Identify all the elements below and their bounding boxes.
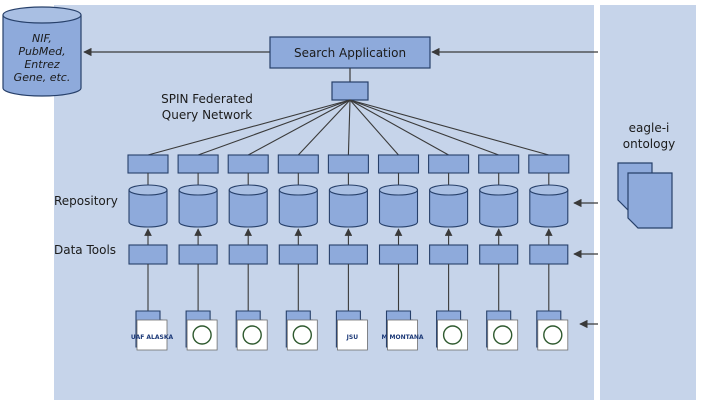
institution-seal-icon [292,325,312,345]
institution-seal-icon [493,325,513,345]
data-tool-box [178,244,218,265]
data-tool-box [378,244,419,265]
repository-cylinder-top [178,184,218,196]
institution-logo [286,319,318,351]
network-link-line [349,99,549,156]
data-tool-box [429,244,469,265]
spin-node-box [528,154,570,174]
repository-cylinder [128,190,168,228]
repository-cylinder [278,190,318,228]
network-label-line-1: SPIN Federated [161,92,253,106]
institution-logo-text: UAF ALASKA [131,334,174,341]
network-link-line [147,99,351,156]
network-link-line [349,99,399,156]
repository-cylinder-top [429,184,469,196]
institution-logo [537,319,569,351]
network-link-line [197,99,351,156]
spin-node-box [277,154,319,174]
institution-logo-text: JSU [346,334,359,341]
external-sources-line-1: NIF, [32,32,52,45]
search-application-label: Search Application [294,46,406,60]
ontology-document-icon [617,162,673,229]
data-tool-box [128,244,168,265]
institution-logo-text: M MONTANA [381,334,423,341]
repository-cylinder-top [128,184,168,196]
repository-cylinder [378,190,419,228]
data-tool-box [529,244,569,265]
repository-cylinder-top [479,184,519,196]
query-hub-box [331,81,369,101]
network-label-line-2: Query Network [162,108,252,122]
network-link-line [349,99,449,156]
repository-cylinder-top [378,184,419,196]
spin-node-box [428,154,470,174]
institution-logo [236,319,268,351]
repository-cylinder-top [228,184,268,196]
data-tool-box [328,244,368,265]
network-link-line [297,99,351,156]
institution-seal-icon [543,325,563,345]
network-link-line [349,99,499,156]
institution-logo [186,319,218,351]
search-application-box [269,36,431,69]
repository-row-label: Repository [54,194,118,208]
spin-node-box [478,154,520,174]
repository-cylinder-top [529,184,569,196]
repository-cylinder [429,190,469,228]
external-sources-line-3: Entrez [24,58,60,71]
network-link-line [247,99,351,156]
spin-node-box [327,154,369,174]
spin-node-box [377,154,420,174]
external-sources-line-2: PubMed, [18,45,65,58]
repository-cylinder [228,190,268,228]
data-tool-box [228,244,268,265]
spin-node-box [227,154,269,174]
institution-logo [487,319,519,351]
repository-cylinder [328,190,368,228]
institution-seal-icon [192,325,212,345]
network-link-line [347,99,351,156]
data-tool-box [278,244,318,265]
data-tool-box [479,244,519,265]
institution-logo [136,319,168,351]
repository-cylinder [529,190,569,228]
institution-seal-icon [242,325,262,345]
institution-logo [336,319,368,351]
repository-cylinder [479,190,519,228]
external-database [2,6,82,97]
repository-cylinder-top [278,184,318,196]
ontology-label-line-1: eagle-i [629,121,670,135]
data-tools-row-label: Data Tools [54,243,116,257]
institution-seal-icon [442,325,463,345]
ontology-label-line-2: ontology [623,137,675,151]
repository-cylinder [178,190,218,228]
spin-node-box [177,154,219,174]
external-sources-line-4: Gene, etc. [14,71,71,84]
institution-logo [387,319,418,351]
institution-logo [437,319,469,351]
spin-node-box [127,154,169,174]
repository-cylinder-top [328,184,368,196]
